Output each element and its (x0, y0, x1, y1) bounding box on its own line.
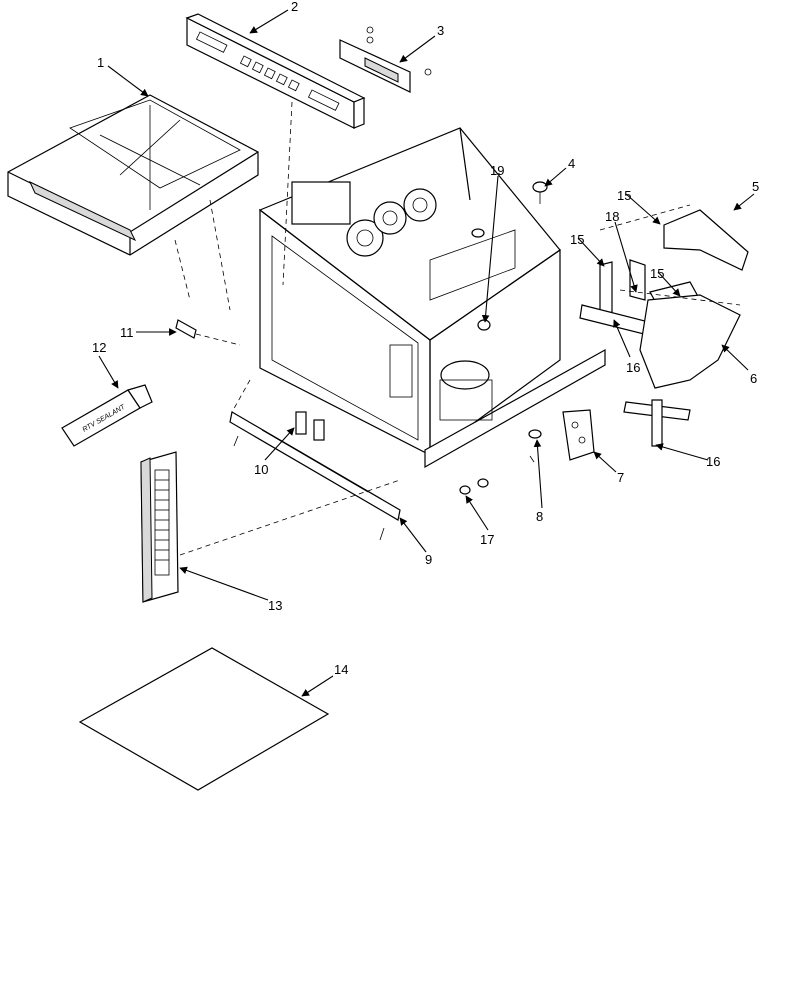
callout-5: 5 (752, 179, 759, 194)
leader-lines (98, 9, 755, 697)
callout-8: 8 (536, 509, 543, 524)
callout-16-a: 16 (626, 360, 640, 375)
callout-12: 12 (92, 340, 106, 355)
part-main-chassis (258, 127, 606, 469)
part-vent-strip (229, 411, 401, 541)
part-air-ducts (579, 209, 749, 447)
part-keypad-trim (140, 451, 179, 603)
part-control-panel-strip (185, 13, 366, 129)
part-fastener-4 (532, 181, 548, 204)
callout-15-a: 15 (617, 188, 631, 203)
callout-3: 3 (437, 23, 444, 38)
part-control-bracket (339, 26, 432, 93)
callout-18: 18 (605, 209, 619, 224)
callout-15-c: 15 (650, 266, 664, 281)
part-small-clip (175, 319, 197, 339)
callout-11: 11 (120, 325, 134, 340)
part-sealant-tube: RTV SEALANT (61, 384, 153, 447)
part-blocks (295, 411, 325, 441)
callout-4: 4 (568, 156, 575, 171)
callout-7: 7 (617, 470, 624, 485)
callout-labels: 1 2 3 4 5 6 7 8 9 10 11 12 13 14 15 15 1… (92, 0, 759, 677)
callout-14: 14 (334, 662, 348, 677)
callout-2: 2 (291, 0, 298, 14)
callout-9: 9 (425, 552, 432, 567)
assembly-lines (174, 101, 741, 556)
callout-16-b: 16 (706, 454, 720, 469)
callout-13: 13 (268, 598, 282, 613)
part-fastener-8 (528, 429, 542, 463)
part-clips (459, 478, 489, 495)
callout-6: 6 (750, 371, 757, 386)
part-sheet (78, 647, 330, 791)
callout-19: 19 (490, 163, 504, 178)
part-terminal-block (562, 409, 595, 461)
callout-17: 17 (480, 532, 494, 547)
callout-10: 10 (254, 462, 268, 477)
callout-15-b: 15 (570, 232, 584, 247)
part-top-cover (7, 94, 259, 256)
callout-1: 1 (97, 55, 104, 70)
